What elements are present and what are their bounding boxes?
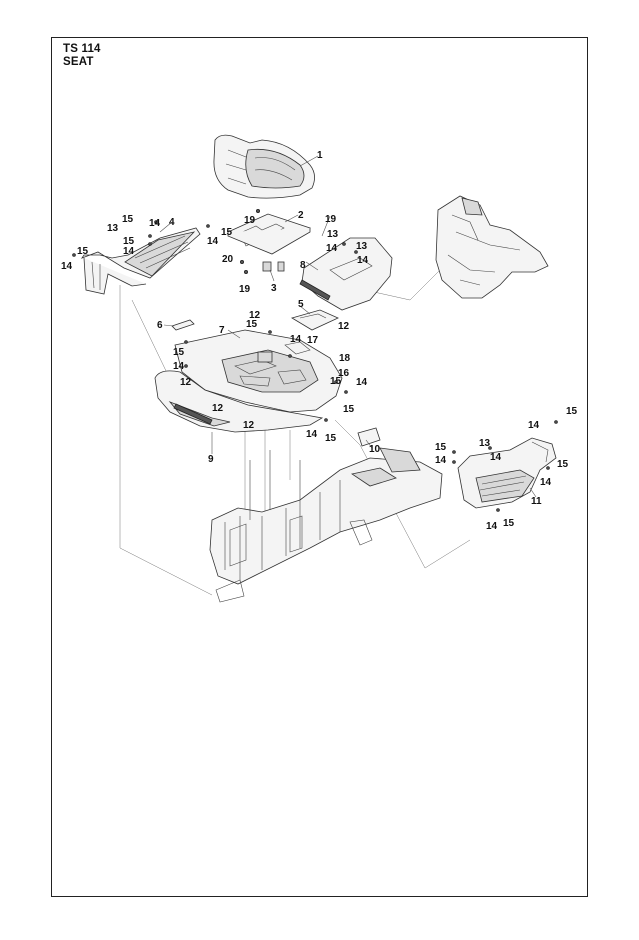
callout-14: 14 xyxy=(61,261,73,272)
main-body-part xyxy=(174,329,343,413)
callout-8: 8 xyxy=(300,260,306,271)
callout-12: 12 xyxy=(180,377,192,388)
callout-7: 7 xyxy=(219,325,225,336)
callout-19: 19 xyxy=(244,215,256,226)
callout-14: 14 xyxy=(528,420,540,431)
callout-13: 13 xyxy=(327,229,339,240)
callout-14: 14 xyxy=(490,452,502,463)
left-footrest-part xyxy=(80,227,201,295)
seat-latch-part xyxy=(239,208,285,274)
callout-15: 15 xyxy=(122,214,134,225)
plate-part xyxy=(171,319,195,331)
callout-4: 4 xyxy=(169,217,175,228)
callout-20: 20 xyxy=(222,254,234,265)
callout-9: 9 xyxy=(208,454,214,465)
callout-14: 14 xyxy=(486,521,498,532)
callout-12: 12 xyxy=(243,420,255,431)
fastener-points xyxy=(72,220,558,512)
callout-19: 19 xyxy=(325,214,337,225)
callout-14: 14 xyxy=(149,218,161,229)
callout-6: 6 xyxy=(157,320,163,331)
callout-13: 13 xyxy=(356,241,368,252)
callout-15: 15 xyxy=(77,246,89,257)
callout-11: 11 xyxy=(531,496,542,507)
callout-15: 15 xyxy=(566,406,578,417)
callout-5: 5 xyxy=(298,299,304,310)
callout-14: 14 xyxy=(540,477,552,488)
callout-12: 12 xyxy=(338,321,350,332)
callout-15: 15 xyxy=(435,442,447,453)
callout-19: 19 xyxy=(239,284,251,295)
callout-14: 14 xyxy=(207,236,219,247)
callout-16: 16 xyxy=(338,368,350,379)
rear-body-assembly xyxy=(435,195,549,299)
callout-17: 17 xyxy=(307,335,319,346)
bracket-part xyxy=(291,309,339,331)
callout-13: 13 xyxy=(107,223,119,234)
seat-part xyxy=(213,134,315,199)
callout-12: 12 xyxy=(212,403,224,414)
callout-14: 14 xyxy=(435,455,447,466)
seat-plate-part xyxy=(226,213,311,255)
leader-lines xyxy=(159,155,537,498)
section-title: SEAT xyxy=(63,56,94,68)
callout-1: 1 xyxy=(317,150,323,161)
callout-14: 14 xyxy=(357,255,369,266)
model-title: TS 114 xyxy=(63,43,101,55)
callout-3: 3 xyxy=(271,283,277,294)
callout-14: 14 xyxy=(290,334,302,345)
diagram-frame xyxy=(51,37,588,897)
callout-14: 14 xyxy=(356,377,368,388)
callout-15: 15 xyxy=(123,236,135,247)
cover-part xyxy=(357,427,381,447)
callout-15: 15 xyxy=(173,347,185,358)
rear-cover-part xyxy=(299,237,393,311)
callout-15: 15 xyxy=(557,459,569,470)
callout-labels: 1 2 3 4 5 6 7 8 9 10 11 12 12 12 12 12 1… xyxy=(61,150,578,532)
callout-15: 15 xyxy=(503,518,515,529)
right-footrest-part xyxy=(457,437,557,509)
callout-15: 15 xyxy=(221,227,233,238)
callout-14: 14 xyxy=(123,246,135,257)
callout-15: 15 xyxy=(325,433,337,444)
callout-12: 12 xyxy=(249,310,261,321)
callout-15: 15 xyxy=(246,319,258,330)
callout-10: 10 xyxy=(369,444,381,455)
callout-2: 2 xyxy=(298,210,304,221)
callout-18: 18 xyxy=(339,353,351,364)
callout-14: 14 xyxy=(306,429,318,440)
callout-15: 15 xyxy=(330,376,342,387)
callout-14: 14 xyxy=(173,361,185,372)
callout-13: 13 xyxy=(479,438,491,449)
front-shell-part xyxy=(154,370,324,433)
callout-15: 15 xyxy=(343,404,355,415)
chassis-frame xyxy=(209,447,443,603)
callout-14: 14 xyxy=(326,243,338,254)
